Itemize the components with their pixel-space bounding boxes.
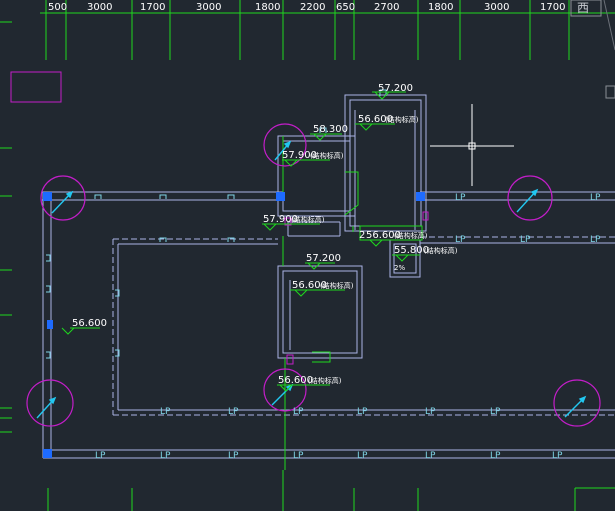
elev-right-box-slope: 2%	[394, 264, 405, 272]
magenta-markers	[284, 211, 429, 365]
dim-label-3: 1700	[140, 2, 165, 13]
top-dimension-chain: 500 3000 1700 3000 1800 2200 650 2700 18…	[40, 0, 615, 60]
lp-label: LP	[552, 451, 563, 461]
roof-drain-4[interactable]	[26, 379, 74, 427]
crosshair-cursor	[430, 104, 514, 186]
elev-mid-left-note: (结构标高)	[291, 215, 325, 224]
viewcube[interactable]: 西	[570, 0, 615, 99]
dim-label-5: 1800	[255, 2, 280, 13]
elev-center-inner-note: (结构标高)	[320, 281, 354, 290]
lp-label: LP	[357, 451, 368, 461]
dim-label-1: 500	[48, 2, 67, 13]
elevation-markers	[61, 91, 420, 392]
elev-right-box: 55.800	[394, 245, 429, 256]
lp-label: LP	[160, 407, 171, 417]
lp-label: LP	[95, 451, 106, 461]
lp-label: LP	[357, 407, 368, 417]
roof-drain-2[interactable]	[263, 123, 307, 167]
lp-label: LP	[590, 235, 601, 245]
dim-label-6: 2200	[300, 2, 325, 13]
roof-inner-parapet[interactable]	[112, 236, 615, 416]
elev-center-inner: 56.600	[292, 280, 327, 291]
elev-center-room: 57.200	[306, 253, 341, 264]
roof-drains[interactable]	[26, 123, 601, 427]
lp-label: LP	[228, 407, 239, 417]
dim-label-8: 2700	[374, 2, 399, 13]
lp-label: LP	[455, 235, 466, 245]
lp-label: LP	[490, 451, 501, 461]
lp-label: LP	[160, 451, 171, 461]
bottom-grid-ticks	[47, 470, 615, 511]
dim-label-11: 1700	[540, 2, 565, 13]
roof-drain-6[interactable]	[553, 379, 601, 427]
dim-label-10: 3000	[484, 2, 509, 13]
lp-label: LP	[228, 451, 239, 461]
roof-outer-edge[interactable]	[42, 191, 615, 459]
lp-label: LP	[293, 451, 304, 461]
elev-top-left-inner-note: (结构标高)	[310, 151, 344, 160]
room-57200-center[interactable]	[277, 265, 363, 359]
elev-left: 56.600	[72, 318, 107, 329]
elev-bottom-note: (结构标高)	[308, 376, 342, 385]
elev-mid-b: 56.600	[366, 230, 401, 241]
elev-bottom: 56.600	[278, 375, 313, 386]
green-linework	[282, 136, 423, 470]
roof-drain-1[interactable]	[40, 175, 86, 221]
left-grid-ticks	[0, 21, 12, 433]
lp-label: LP	[293, 407, 304, 417]
elev-right-box-note: (结构标高)	[424, 246, 458, 255]
lp-label: LP	[490, 407, 501, 417]
viewcube-west-label[interactable]: 西	[577, 1, 589, 15]
dim-label-4: 3000	[196, 2, 221, 13]
elev-top-right-inner: 56.600	[358, 114, 393, 125]
lp-label: LP	[455, 193, 466, 203]
elev-top-left-inner: 57.900	[282, 150, 317, 161]
elev-mid-a: 2	[359, 230, 365, 241]
dim-label-7: 650	[336, 2, 355, 13]
gutter-symbols	[46, 89, 387, 359]
dim-label-2: 3000	[87, 2, 112, 13]
elev-top-right-room: 57.200	[378, 83, 413, 94]
elev-top-left-room: 58.300	[313, 124, 348, 135]
dim-label-9: 1800	[428, 2, 453, 13]
magenta-block[interactable]	[10, 71, 62, 103]
elev-mid-b-note: (结构标高)	[394, 231, 428, 240]
lp-label: LP	[520, 235, 531, 245]
elev-top-right-inner-note: (结构标高)	[385, 115, 419, 124]
gutter-labels: LP LP LP LP LP LP LP LP LP LP LP LP LP L…	[95, 193, 601, 461]
roof-drain-3[interactable]	[507, 175, 553, 221]
lp-label: LP	[425, 451, 436, 461]
elev-mid-left: 57.900	[263, 214, 298, 225]
lp-label: LP	[590, 193, 601, 203]
elevation-labels: 57.200 56.600 (结构标高) 58.300 57.900 (结构标高…	[72, 83, 458, 386]
roof-drain-5[interactable]	[263, 368, 307, 412]
lp-label: LP	[425, 407, 436, 417]
column-markers[interactable]	[43, 192, 425, 458]
